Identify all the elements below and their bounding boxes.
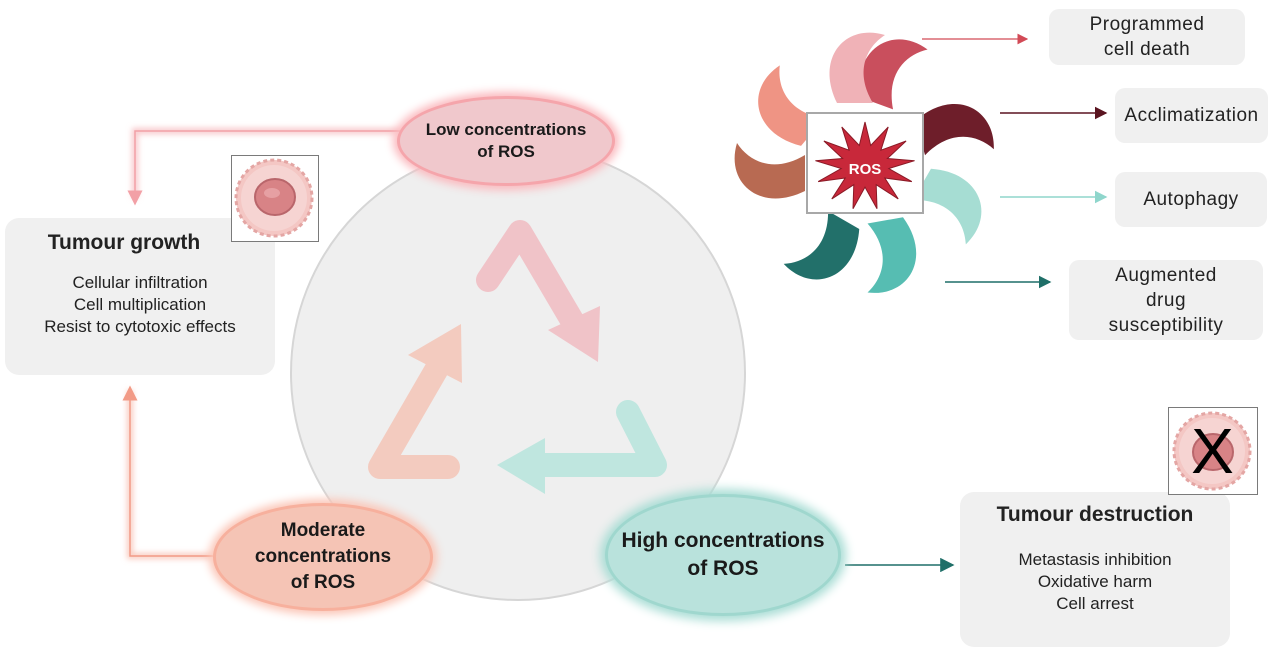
cycle-arrow-pink xyxy=(476,220,600,362)
outcome-line: drug xyxy=(1145,289,1187,311)
outcome-augmented-drug-susceptibility: Augmented drug susceptibility xyxy=(1069,260,1263,340)
tumour-growth-item: Cell multiplication xyxy=(73,295,207,314)
tumour-growth-item: Resist to cytotoxic effects xyxy=(44,317,236,336)
moderate-ros-line3: of ROS xyxy=(290,572,356,593)
ros-star-icon xyxy=(815,121,915,209)
ros-badge-label: ROS xyxy=(849,161,882,178)
outcome-line: Autophagy xyxy=(1143,189,1239,210)
ros-petal xyxy=(734,143,805,199)
outcome-line: Augmented xyxy=(1115,264,1217,286)
ros-petal xyxy=(858,39,928,110)
tumour-destruction-item: Oxidative harm xyxy=(1037,572,1153,591)
low-ros-ellipse: Low concentrations of ROS xyxy=(397,96,615,186)
tumour-destruction-box: Tumour destruction Metastasis inhibition… xyxy=(960,492,1230,647)
ros-petal xyxy=(867,217,917,293)
tumour-cell-icon xyxy=(234,158,314,238)
ros-petal xyxy=(915,103,994,156)
low-ros-line1: Low concentrations xyxy=(425,120,587,139)
tumour-growth-item: Cellular infiltration xyxy=(72,273,208,292)
ros-petal xyxy=(829,32,885,103)
moderate-ros-line1: Moderate xyxy=(280,520,366,541)
cycle-arrow-teal xyxy=(497,400,667,494)
low-ros-line2: of ROS xyxy=(477,142,535,161)
tumour-cell-image xyxy=(231,155,319,242)
destroyed-cell-icon xyxy=(1172,411,1252,491)
tumour-destruction-title: Tumour destruction xyxy=(996,503,1194,526)
outcome-line: Programmed xyxy=(1089,14,1205,35)
outcome-line: Acclimatization xyxy=(1124,105,1259,126)
tumour-destruction-item: Cell arrest xyxy=(1056,594,1134,613)
connector-low-to-growth xyxy=(127,128,400,206)
tumour-growth-box: Tumour growth Cellular infiltration Cell… xyxy=(5,218,275,375)
ros-petal xyxy=(912,168,982,245)
connector-moderate-to-growth xyxy=(122,385,213,559)
outcome-programmed-cell-death: Programmed cell death xyxy=(1049,9,1245,65)
high-ros-line1: High concentrations xyxy=(621,529,825,552)
moderate-ros-line2: concentrations xyxy=(254,546,392,567)
tumour-destruction-item: Metastasis inhibition xyxy=(1018,550,1172,569)
destroyed-cell-image: X xyxy=(1168,407,1258,495)
cycle-arrow-salmon xyxy=(368,324,462,479)
outcome-acclimatization: Acclimatization xyxy=(1115,88,1268,143)
outcome-line: susceptibility xyxy=(1108,314,1224,336)
high-ros-line2: of ROS xyxy=(687,557,759,580)
destroyed-x-mark: X xyxy=(1191,414,1234,487)
outcome-line: cell death xyxy=(1103,39,1191,60)
high-ros-ellipse: High concentrations of ROS xyxy=(605,494,841,616)
ros-flower xyxy=(734,32,994,293)
outcome-autophagy: Autophagy xyxy=(1115,172,1267,227)
moderate-ros-ellipse: Moderate concentrations of ROS xyxy=(213,503,433,611)
ros-petal xyxy=(783,210,860,280)
tumour-growth-title: Tumour growth xyxy=(47,231,201,254)
